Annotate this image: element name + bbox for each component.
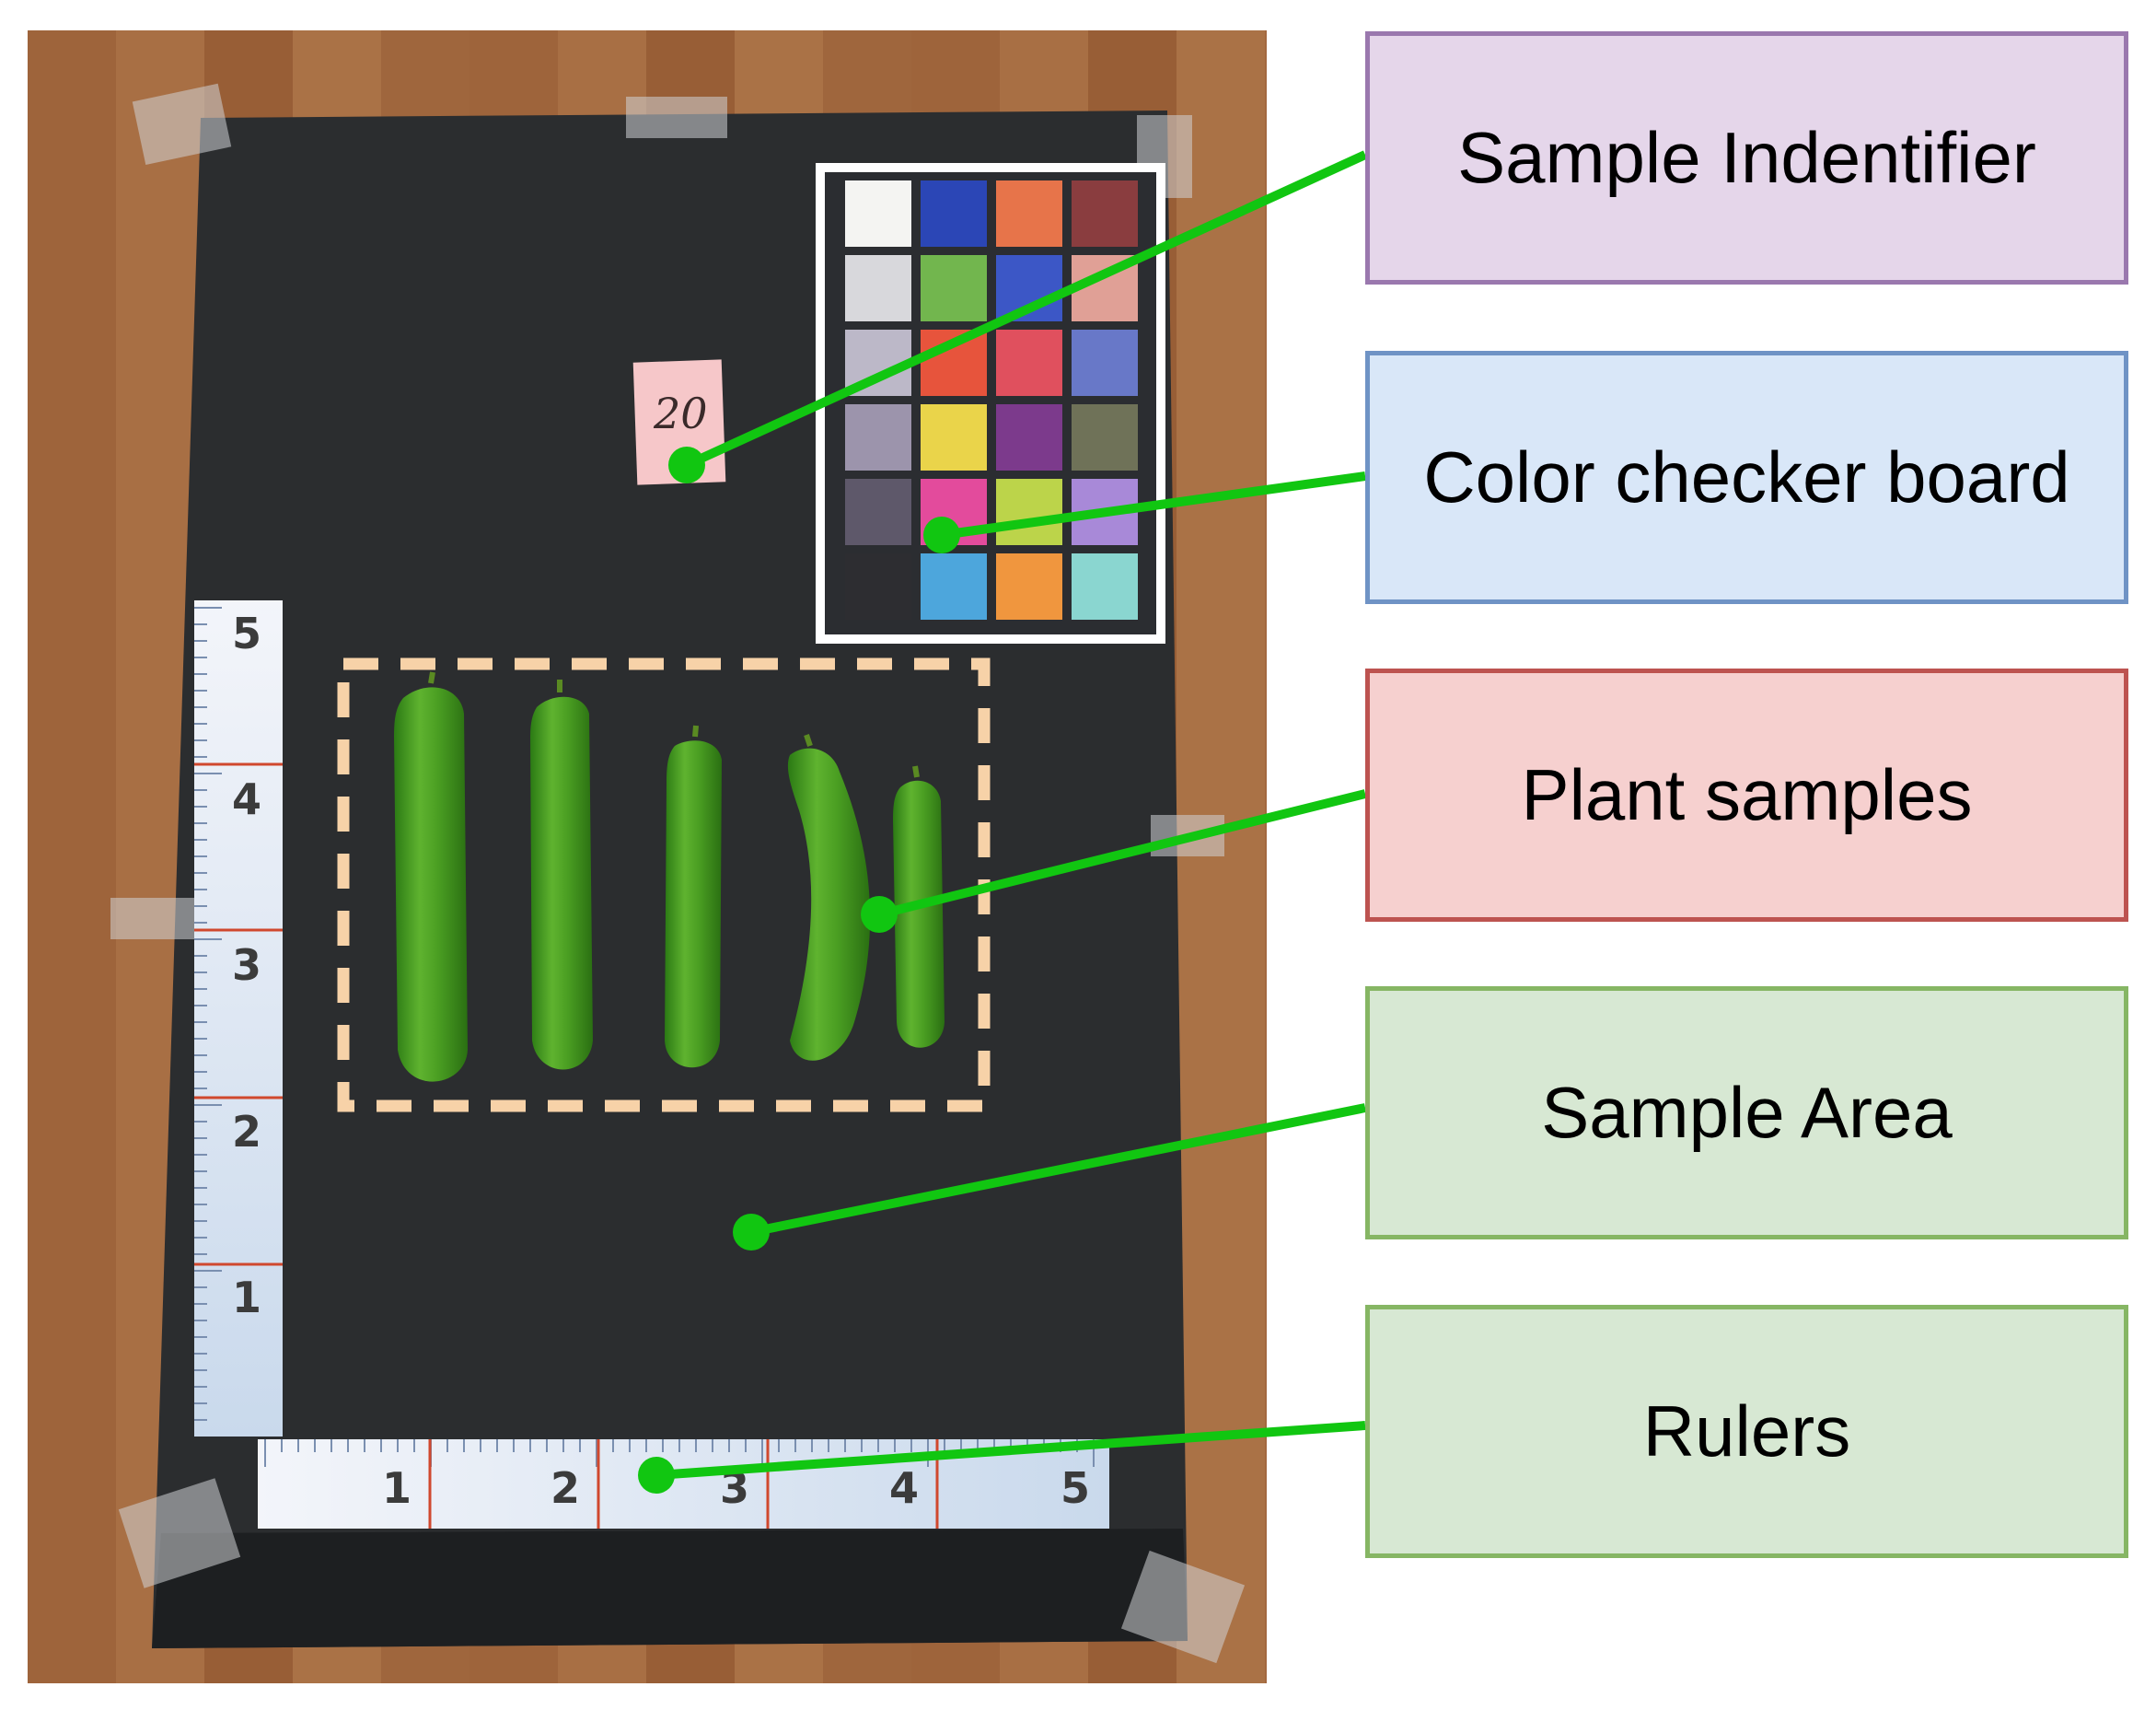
label-text: Sample Indentifier [1457, 117, 2036, 198]
cucumber-4 [787, 748, 871, 1061]
color-swatch [845, 553, 911, 620]
connector-rulers [655, 1421, 1366, 1480]
horizontal-ruler-number: 4 [889, 1463, 919, 1513]
color-swatch [921, 553, 987, 620]
wood-plank [1177, 30, 1265, 1683]
cucumber-1 [394, 687, 468, 1082]
color-swatch [845, 180, 911, 247]
color-swatch [921, 404, 987, 471]
color-swatch [1072, 553, 1138, 620]
label-rulers: Rulers [1365, 1305, 2128, 1558]
label-text: Rulers [1642, 1390, 1851, 1472]
horizontal-ruler-number: 5 [1061, 1463, 1090, 1513]
vertical-ruler-number: 3 [232, 940, 261, 990]
color-swatch [1072, 404, 1138, 471]
color-swatch [1072, 330, 1138, 396]
horizontal-ruler-number: 2 [551, 1463, 580, 1513]
connector-sample-area [750, 1103, 1366, 1237]
color-swatch [996, 404, 1062, 471]
vertical-ruler-number: 2 [232, 1107, 261, 1157]
color-swatch [845, 404, 911, 471]
color-swatch [845, 479, 911, 545]
color-swatch [996, 479, 1062, 545]
plant-samples [394, 671, 945, 1082]
label-sample-area: Sample Area [1365, 986, 2128, 1239]
connector-lines [655, 150, 1368, 1480]
cucumber-2 [530, 696, 593, 1070]
connector-sample-identifier [684, 150, 1368, 470]
color-swatch [996, 553, 1062, 620]
color-swatch [996, 180, 1062, 247]
vertical-ruler-numbers: 5 4 3 2 1 [232, 609, 261, 1322]
vertical-ruler-number: 4 [232, 774, 261, 824]
horizontal-ruler-number: 1 [382, 1463, 411, 1513]
vertical-ruler-number: 5 [232, 609, 261, 658]
label-color-checker-board: Color checker board [1365, 351, 2128, 604]
color-swatch [1072, 180, 1138, 247]
label-sample-identifier: Sample Indentifier [1365, 31, 2128, 285]
connector-plant-samples [877, 789, 1367, 919]
vertical-ruler-number: 1 [232, 1273, 261, 1322]
color-checker-board [816, 163, 1165, 644]
dot-color-checker [923, 517, 960, 553]
label-text: Sample Area [1541, 1072, 1953, 1153]
connector-dots [638, 447, 960, 1494]
label-text: Color checker board [1423, 436, 2070, 518]
board-bottom-strip [152, 1529, 1188, 1648]
label-text: Plant samples [1521, 754, 1973, 835]
vertical-ruler-ticks [194, 607, 283, 1421]
dot-sample-area [733, 1214, 770, 1251]
sample-id-text: 20 [653, 389, 708, 438]
color-swatch [921, 180, 987, 247]
dot-sample-identifier [668, 447, 705, 483]
color-swatch [921, 255, 987, 321]
cucumber-stems [428, 671, 920, 778]
color-swatch-grid [845, 180, 1138, 620]
connector-color-checker [941, 471, 1366, 540]
vertical-ruler: 5 4 3 2 1 [194, 600, 283, 1437]
color-swatch [845, 255, 911, 321]
tape-pieces [110, 83, 1246, 1664]
cucumber-5 [893, 780, 945, 1048]
dot-plant-samples [861, 896, 898, 933]
color-swatch [996, 330, 1062, 396]
label-plant-samples: Plant samples [1365, 669, 2128, 922]
dot-rulers [638, 1457, 675, 1494]
cucumber-3 [665, 740, 722, 1068]
wood-plank [28, 30, 116, 1683]
